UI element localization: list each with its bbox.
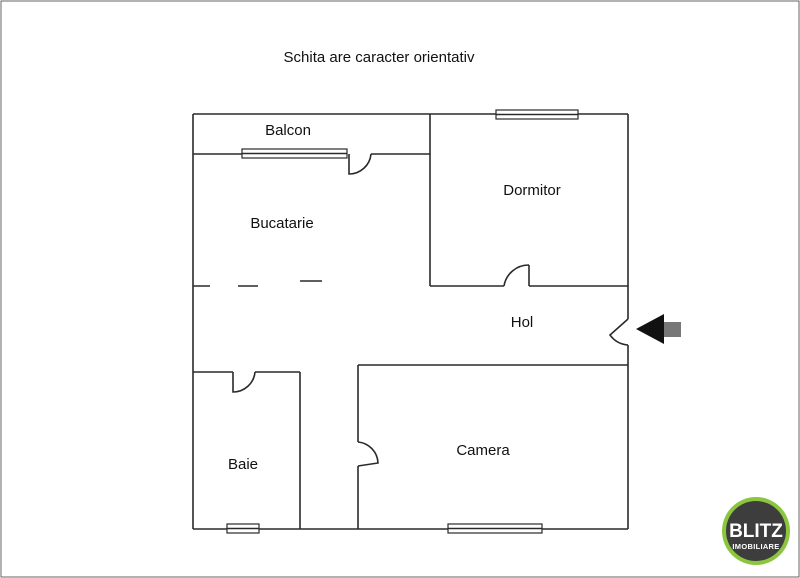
room-label-camera: Camera bbox=[456, 442, 510, 459]
windows bbox=[226, 109, 579, 534]
room-label-bucatarie: Bucatarie bbox=[250, 215, 313, 232]
brand-logo: BLITZ IMOBILIARE bbox=[722, 497, 790, 565]
logo-tagline: IMOBILIARE bbox=[732, 542, 779, 551]
window-balcony-kitchen bbox=[241, 148, 348, 159]
window-dormitor bbox=[495, 109, 579, 120]
disclaimer-note: Schita are caracter orientativ bbox=[284, 49, 475, 66]
room-label-balcon: Balcon bbox=[265, 122, 311, 139]
outer-walls bbox=[192, 113, 629, 530]
room-label-baie: Baie bbox=[228, 456, 258, 473]
room-label-hol: Hol bbox=[511, 314, 534, 331]
door-swings bbox=[232, 153, 629, 467]
window-camera bbox=[447, 523, 543, 534]
interior-walls bbox=[193, 114, 628, 529]
entrance-arrow-icon bbox=[636, 314, 681, 344]
window-baie bbox=[226, 523, 260, 534]
logo-name: BLITZ bbox=[729, 521, 783, 542]
room-label-dormitor: Dormitor bbox=[503, 182, 561, 199]
